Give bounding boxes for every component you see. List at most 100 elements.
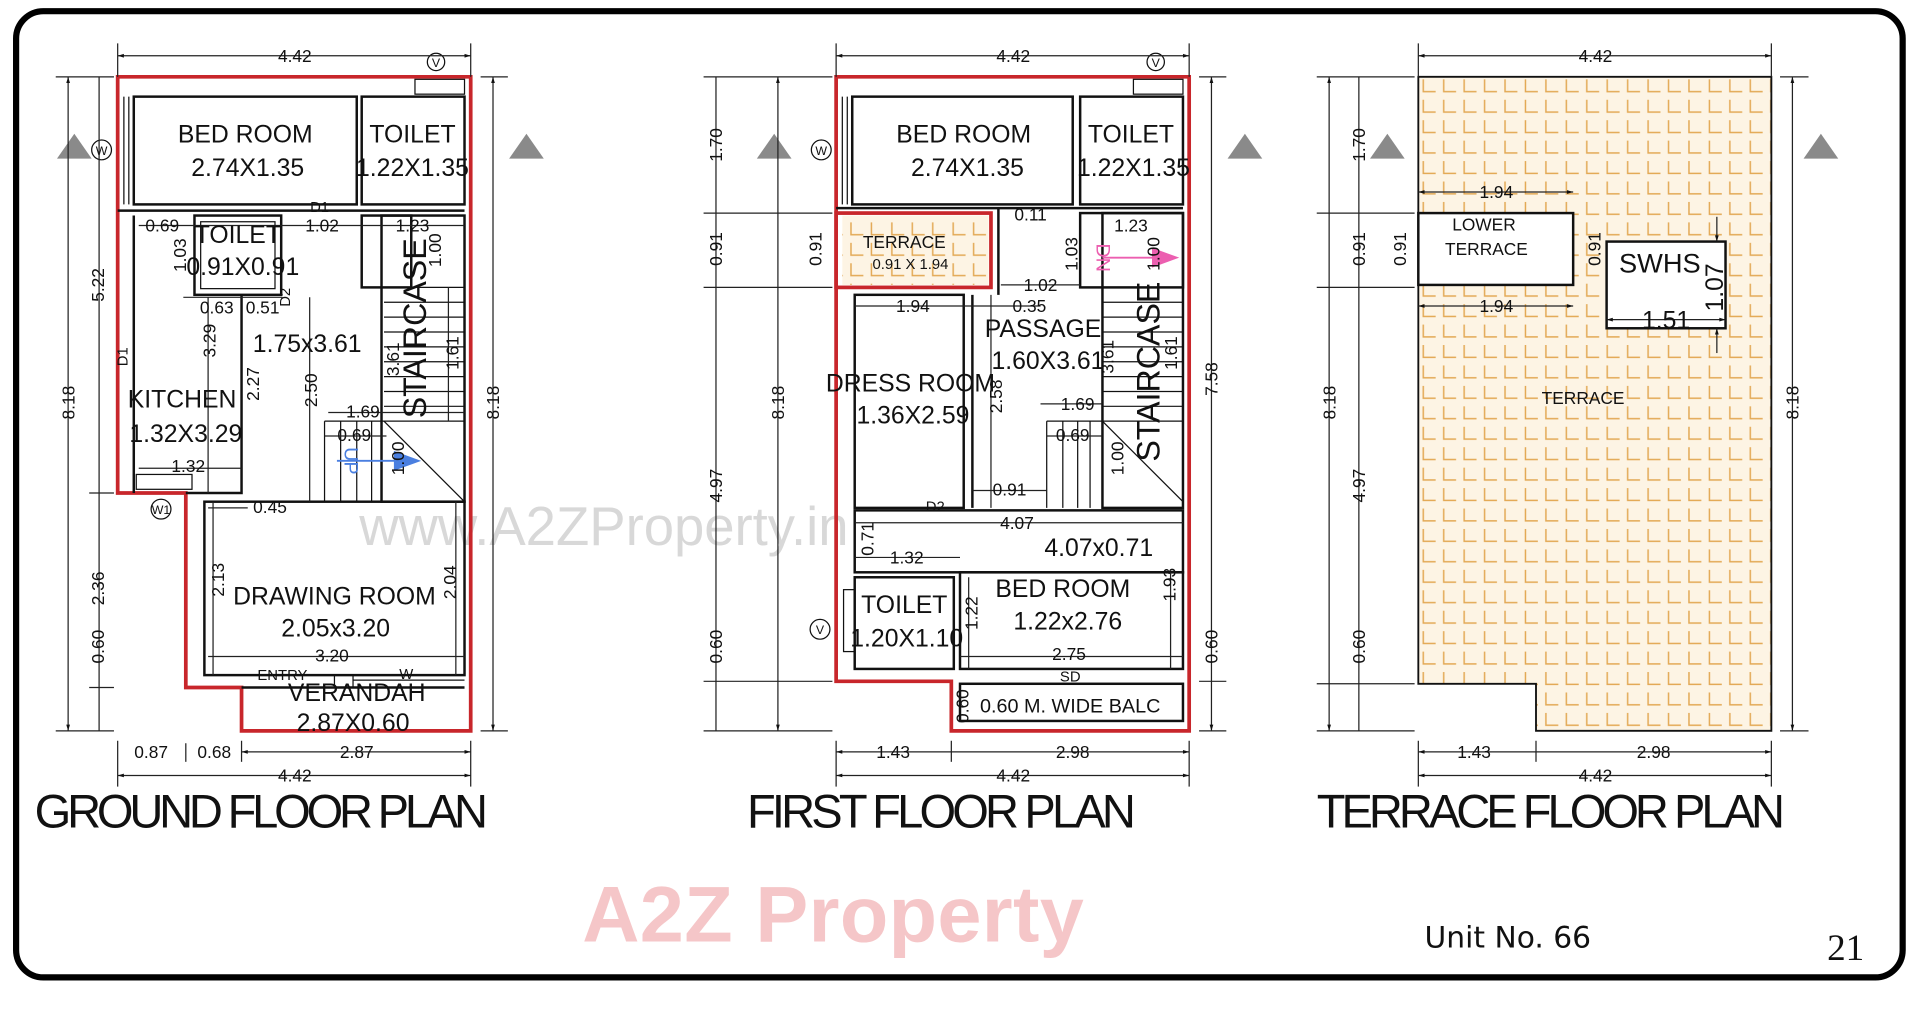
room-size: 2.74X1.35 bbox=[911, 155, 1024, 182]
down-arrow-icon bbox=[1152, 247, 1180, 268]
door-label: D1 bbox=[116, 347, 132, 366]
room-size: 1.75x3.61 bbox=[253, 331, 362, 358]
dimension-label: 2.13 bbox=[208, 563, 228, 597]
dimension-label: 0.11 bbox=[1014, 205, 1046, 225]
room-name: TOILET bbox=[369, 121, 455, 148]
dimension-label: 2.98 bbox=[1056, 742, 1090, 762]
dimension-label: 0.71 bbox=[857, 522, 877, 556]
dimension-label: 0.87 bbox=[134, 742, 168, 762]
dimension-label: 2.87 bbox=[340, 742, 374, 762]
room-name: SWHS bbox=[1619, 248, 1701, 279]
dimension-label: 1.61 bbox=[442, 336, 462, 370]
room-name: TOILET bbox=[1088, 121, 1174, 148]
room-size: 2.05x3.20 bbox=[281, 616, 390, 643]
dimension-label: 1.70 bbox=[706, 128, 726, 162]
dimension-label: 0.91 bbox=[1390, 232, 1410, 266]
room-size: 1.20X1.10 bbox=[850, 626, 963, 653]
dimension-label: 5.22 bbox=[88, 268, 108, 302]
dimension-label: 4.42 bbox=[1579, 46, 1613, 66]
dimension-label: 0.60 bbox=[1202, 630, 1222, 664]
dimension-label: 1.32 bbox=[890, 548, 924, 568]
up-label: UP bbox=[339, 447, 361, 475]
watermark-url: www.A2ZProperty.in bbox=[358, 496, 848, 557]
dimension-label: 1.07 bbox=[1702, 263, 1729, 311]
room-name: KITCHEN bbox=[128, 387, 237, 414]
dimension-label: 3.61 bbox=[383, 342, 403, 376]
bedroom-walls bbox=[958, 571, 1185, 671]
dimension-label: 1.70 bbox=[1349, 128, 1369, 162]
door bbox=[333, 674, 354, 689]
entry-label: ENTRY bbox=[257, 668, 307, 684]
marker-label: V bbox=[1152, 56, 1161, 70]
small-toilet-inner bbox=[200, 221, 276, 290]
room-name: STAIRCASE bbox=[1130, 282, 1166, 462]
dimension-label: 3.61 bbox=[1098, 340, 1118, 374]
section-markers bbox=[56, 133, 1839, 159]
room-name: BED ROOM bbox=[995, 576, 1130, 603]
bedroom-walls bbox=[132, 95, 358, 206]
room-size: 0.91 X 1.94 bbox=[872, 257, 948, 273]
door-label: D2 bbox=[278, 288, 294, 307]
marker-label: W bbox=[815, 144, 827, 158]
dimension-label: 1.02 bbox=[305, 216, 339, 236]
wall bbox=[185, 294, 243, 495]
dimension-label: 1.23 bbox=[396, 216, 430, 236]
terrace-boundary bbox=[834, 211, 993, 290]
terrace-floor-title: TERRACE FLOOR PLAN bbox=[1317, 784, 1785, 837]
dimension-label: 1.32 bbox=[171, 456, 205, 476]
watermark-logo-text: A2Z Property bbox=[582, 869, 1084, 958]
ventilator-marker bbox=[809, 618, 831, 640]
lower-terrace bbox=[1417, 211, 1575, 287]
room-name: PASSAGE bbox=[985, 316, 1102, 343]
dimension-label: 0.35 bbox=[1013, 296, 1047, 316]
room-size: 1.32X3.29 bbox=[129, 421, 242, 448]
window-label: W bbox=[399, 667, 413, 683]
toilet-walls bbox=[360, 95, 466, 206]
balcony-walls bbox=[958, 682, 1185, 723]
dimension-label: 2.98 bbox=[1637, 742, 1671, 762]
room-size: 1.22X1.35 bbox=[1077, 155, 1190, 182]
dimension-label: 0.45 bbox=[253, 497, 287, 517]
watermark-logo: A2Z Property bbox=[582, 869, 1084, 958]
dimension-label: 1.00 bbox=[1108, 441, 1128, 475]
room-size: 1.22x2.76 bbox=[1013, 608, 1122, 635]
dimension-label: 2.04 bbox=[440, 565, 460, 599]
staircase-walls bbox=[1101, 211, 1185, 510]
room-name: LOWER bbox=[1452, 214, 1516, 234]
room-name: STAIRCASE bbox=[397, 238, 433, 418]
dimension-label: 0.60 bbox=[88, 630, 108, 664]
dimension-label: 1.94 bbox=[896, 296, 930, 316]
dimension-lines bbox=[55, 43, 508, 787]
dimension-label: 1.00 bbox=[388, 441, 408, 475]
dimension-label: 1.69 bbox=[346, 401, 380, 421]
dimension-label: 8.18 bbox=[58, 386, 78, 420]
dimension-label: 0.60 bbox=[1349, 630, 1369, 664]
room-name: VERANDAH bbox=[288, 680, 426, 707]
dimension-label: 0.51 bbox=[246, 297, 280, 317]
dimension-label: 4.42 bbox=[278, 46, 312, 66]
room-name: DRESS ROOM bbox=[826, 370, 995, 397]
ventilator bbox=[1132, 78, 1184, 95]
dimension-label: 0.91 bbox=[706, 232, 726, 266]
room-size: 4.07x0.71 bbox=[1044, 535, 1153, 562]
dimension-label: 1.51 bbox=[1642, 307, 1690, 334]
dimension-label: 0.91 bbox=[993, 480, 1027, 500]
section-marker-icon bbox=[756, 133, 792, 159]
dimension-label: 2.36 bbox=[88, 572, 108, 606]
section-marker-icon bbox=[56, 133, 92, 159]
dimension-label: 1.23 bbox=[1114, 216, 1148, 236]
dimension-label: 4.97 bbox=[706, 469, 726, 503]
ground-floor-title: GROUND FLOOR PLAN bbox=[35, 784, 488, 837]
dimension-label: 0.60 bbox=[706, 630, 726, 664]
dimension-label: 0.60 bbox=[953, 689, 973, 723]
dimension-label: 1.00 bbox=[425, 233, 445, 267]
sd-label: SD bbox=[1060, 669, 1081, 685]
down-label: DN bbox=[1091, 243, 1113, 272]
dimension-label: 0.91 bbox=[805, 232, 825, 266]
dimension-label: 7.58 bbox=[1202, 362, 1222, 396]
up-arrow-icon bbox=[393, 450, 422, 471]
room-name: 0.60 M. WIDE BALC bbox=[980, 695, 1160, 717]
dress-room-walls bbox=[853, 293, 965, 510]
swhs-box bbox=[1605, 240, 1727, 330]
